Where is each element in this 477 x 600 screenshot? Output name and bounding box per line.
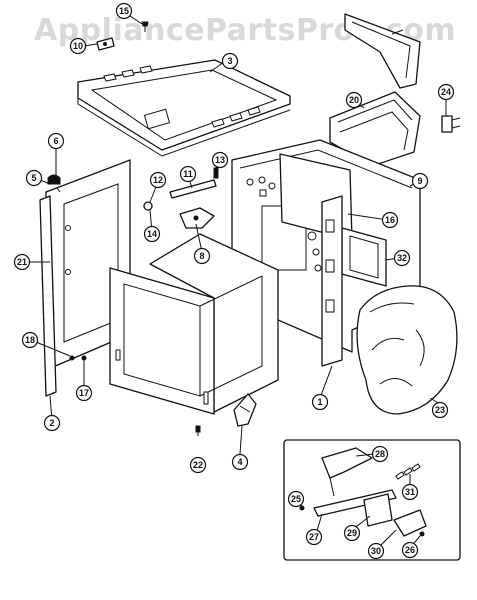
svg-text:15: 15 <box>119 6 129 16</box>
callout-6: 6 <box>47 132 65 150</box>
svg-text:30: 30 <box>371 546 381 556</box>
svg-text:20: 20 <box>349 95 359 105</box>
upper-trim <box>344 13 421 89</box>
svg-text:11: 11 <box>183 169 193 179</box>
callout-26: 26 <box>401 541 419 559</box>
svg-text:4: 4 <box>237 457 242 467</box>
front-trim-strip <box>39 195 57 397</box>
top-screw <box>141 21 149 32</box>
callout-32: 32 <box>393 249 411 267</box>
door-hinge <box>233 393 257 427</box>
callout-12: 12 <box>149 171 167 189</box>
callout-11: 11 <box>179 165 197 183</box>
top-panel <box>77 59 291 157</box>
callout-16: 16 <box>381 211 399 229</box>
oven-cavity <box>109 233 279 415</box>
svg-text:29: 29 <box>347 528 357 538</box>
callout-13: 13 <box>211 151 229 169</box>
callout-24: 24 <box>437 83 455 101</box>
svg-text:8: 8 <box>199 251 204 261</box>
right-channel <box>321 195 343 367</box>
callout-25: 25 <box>287 490 305 508</box>
svg-text:14: 14 <box>147 229 157 239</box>
svg-text:18: 18 <box>25 335 35 345</box>
callout-2: 2 <box>43 414 61 432</box>
svg-text:26: 26 <box>405 545 415 555</box>
cavity-bracket <box>179 207 215 229</box>
svg-text:6: 6 <box>53 136 58 146</box>
svg-text:28: 28 <box>375 449 385 459</box>
detail-inset <box>283 439 461 561</box>
callout-29: 29 <box>343 524 361 542</box>
svg-text:17: 17 <box>79 388 89 398</box>
svg-text:3: 3 <box>227 56 232 66</box>
svg-text:24: 24 <box>441 87 451 97</box>
svg-text:23: 23 <box>435 405 445 415</box>
callout-3: 3 <box>221 52 239 70</box>
callout-10: 10 <box>69 37 87 55</box>
svg-text:1: 1 <box>317 397 322 407</box>
svg-text:22: 22 <box>193 460 203 470</box>
svg-text:10: 10 <box>73 41 83 51</box>
callout-8: 8 <box>193 247 211 265</box>
svg-text:27: 27 <box>309 532 319 542</box>
insulation-blanket <box>356 285 458 415</box>
callout-21: 21 <box>13 253 31 271</box>
svg-text:13: 13 <box>215 155 225 165</box>
svg-text:25: 25 <box>291 494 301 504</box>
callout-14: 14 <box>143 225 161 243</box>
callout-31: 31 <box>401 483 419 501</box>
svg-text:31: 31 <box>405 487 415 497</box>
callout-20: 20 <box>345 91 363 109</box>
wire-clip <box>441 115 461 133</box>
svg-text:2: 2 <box>49 418 54 428</box>
svg-text:16: 16 <box>385 215 395 225</box>
svg-text:9: 9 <box>417 176 422 186</box>
callout-1: 1 <box>311 393 329 411</box>
callout-28: 28 <box>371 445 389 463</box>
callout-17: 17 <box>75 384 93 402</box>
screws <box>47 174 201 433</box>
svg-text:12: 12 <box>153 175 163 185</box>
callout-18: 18 <box>21 331 39 349</box>
callout-22: 22 <box>189 456 207 474</box>
callout-30: 30 <box>367 542 385 560</box>
vent-duct <box>329 91 421 167</box>
callout-4: 4 <box>231 453 249 471</box>
callout-27: 27 <box>305 528 323 546</box>
callout-15: 15 <box>115 2 133 20</box>
svg-text:32: 32 <box>397 253 407 263</box>
top-bracket <box>96 37 115 51</box>
svg-text:5: 5 <box>31 173 36 183</box>
callout-5: 5 <box>25 169 43 187</box>
small-grommet <box>143 201 153 211</box>
igniter-bracket <box>169 167 219 199</box>
callout-23: 23 <box>431 401 449 419</box>
callout-9: 9 <box>411 172 429 190</box>
svg-text:21: 21 <box>17 257 27 267</box>
